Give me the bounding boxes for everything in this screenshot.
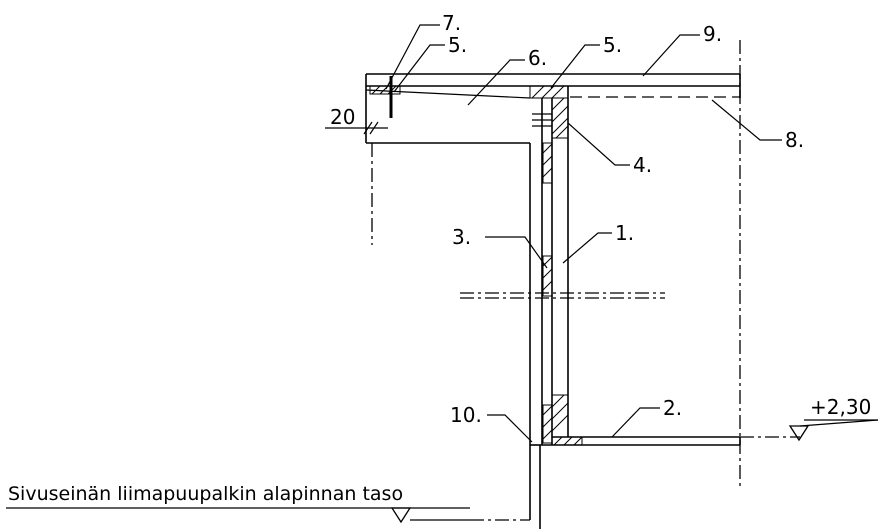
center-lines	[371, 40, 800, 521]
dimension-20: 20	[325, 105, 388, 135]
label-3: 3.	[452, 225, 471, 249]
label-5-right: 5.	[603, 33, 622, 57]
roof-slab	[365, 73, 741, 144]
leader-lines	[385, 24, 782, 443]
label-1: 1.	[615, 221, 634, 245]
caption-text: Sivuseinän liimapuupalkin alapinnan taso	[8, 483, 403, 505]
label-7: 7.	[442, 11, 461, 35]
label-9: 9.	[703, 22, 722, 46]
top-hatched-blocks	[369, 85, 569, 99]
floor-slab	[540, 436, 741, 446]
level-marker: +2,30	[788, 395, 879, 442]
label-4: 4.	[633, 153, 652, 177]
wall-column	[529, 86, 569, 529]
dimension-20-text: 20	[330, 105, 355, 129]
label-10: 10.	[450, 403, 482, 427]
item-labels: 7. 5. 6. 5. 9. 8. 4. 1. 3. 2. 10.	[442, 11, 804, 427]
label-8: 8.	[785, 128, 804, 152]
label-6: 6.	[528, 46, 547, 70]
label-5-left: 5.	[448, 33, 467, 57]
caption-group: Sivuseinän liimapuupalkin alapinnan taso	[6, 483, 470, 524]
level-text: +2,30	[810, 395, 871, 419]
label-2: 2.	[663, 396, 682, 420]
